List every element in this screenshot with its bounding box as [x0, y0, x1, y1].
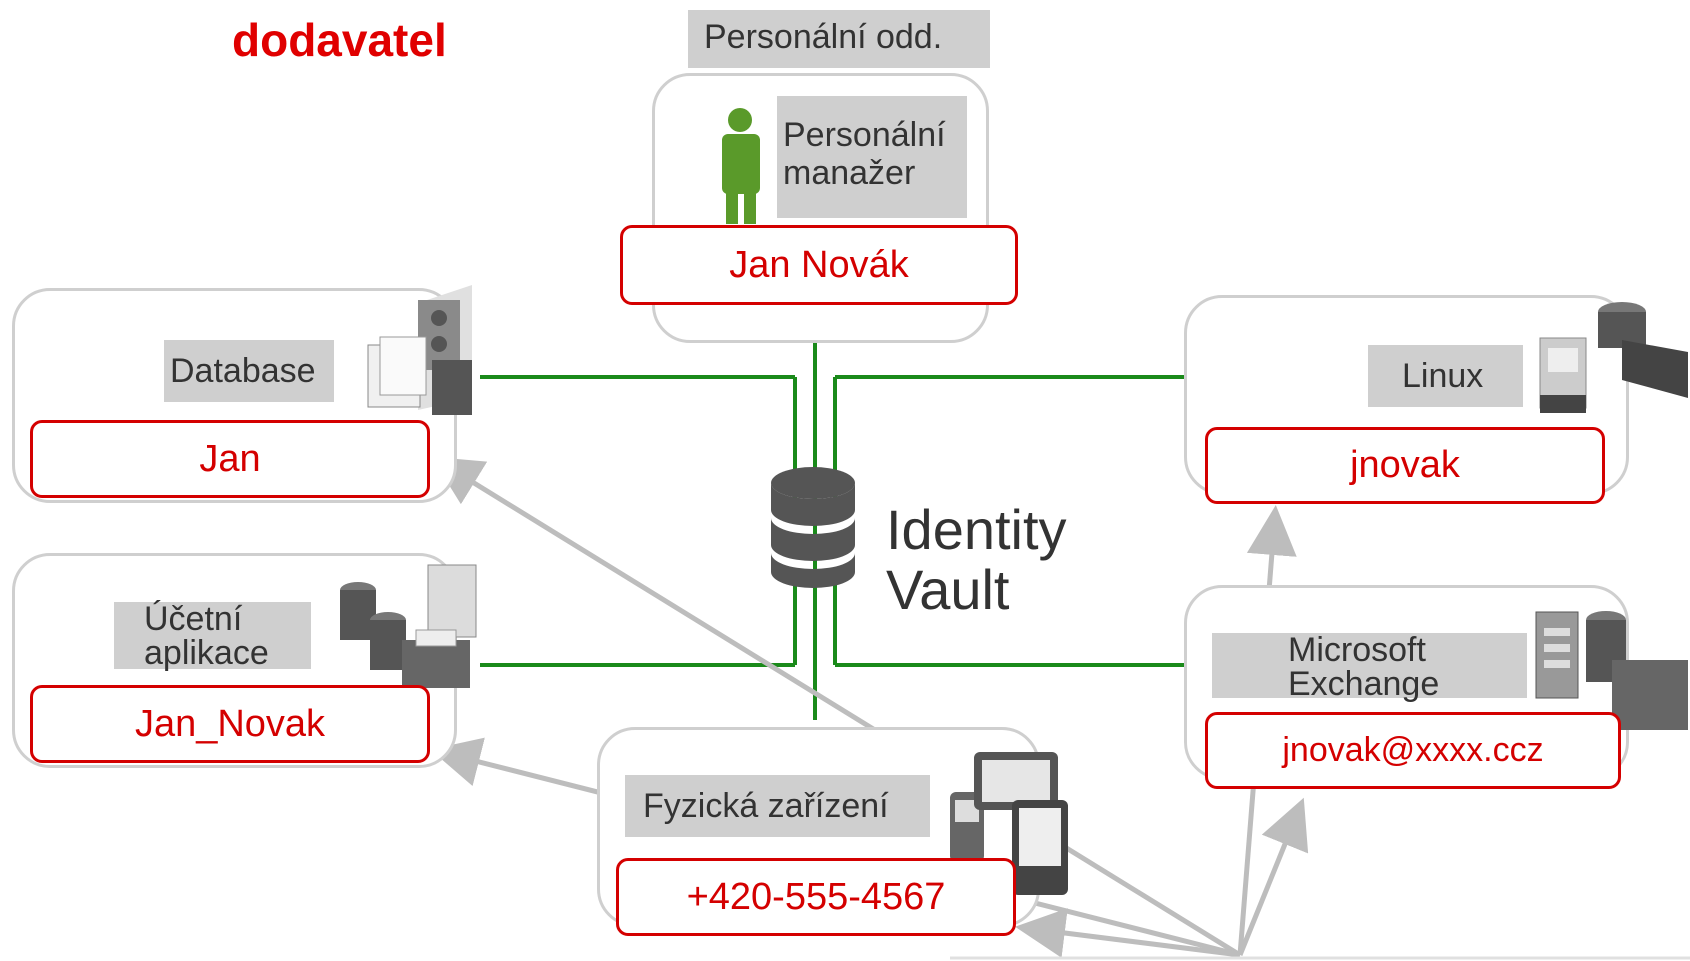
linux-label: Linux	[1368, 345, 1523, 407]
devices-account: +420-555-4567	[616, 858, 1016, 936]
hr-account: Jan Novák	[620, 225, 1018, 305]
exchange-account: jnovak@xxxx.ccz	[1205, 712, 1621, 789]
diagram-title: dodavatel	[232, 14, 447, 66]
arrow-to-exchange	[1237, 797, 1309, 956]
linux-account: jnovak	[1205, 427, 1605, 504]
accounting-label: Účetní aplikace	[114, 602, 311, 670]
manager-label: Personální manažer	[777, 96, 967, 218]
green-connectors	[480, 342, 1185, 720]
department-label: Personální odd.	[688, 10, 990, 68]
accounting-account: Jan_Novak	[30, 685, 430, 763]
devices-label: Fyzická zařízení	[625, 775, 930, 837]
identity-vault-label: Identity Vault	[886, 498, 1067, 621]
exchange-label: Microsoft Exchange	[1212, 633, 1527, 701]
database-account: Jan	[30, 420, 430, 498]
arrow-to-database	[431, 456, 1242, 958]
database-label: Database	[164, 340, 334, 402]
arrow-to-devices	[1015, 908, 1241, 958]
